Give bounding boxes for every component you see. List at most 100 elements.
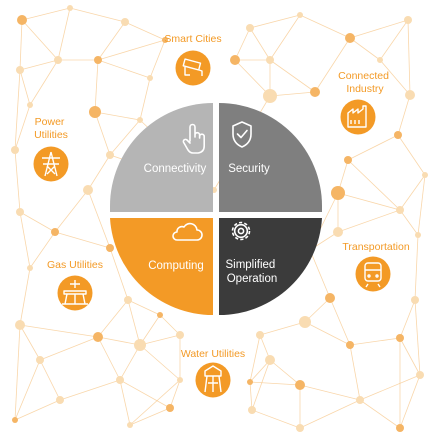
network-node	[396, 206, 404, 214]
quadrant-label-security: Security	[228, 163, 270, 175]
gas-platform-icon	[62, 280, 88, 305]
network-link	[87, 154, 111, 191]
network-node	[89, 106, 101, 118]
network-link	[39, 359, 61, 401]
network-link	[139, 344, 181, 381]
network-node	[415, 232, 421, 238]
quadrant-label-simplified-operation: Simplified Operation	[225, 259, 278, 285]
power-tower-icon	[42, 151, 60, 177]
network-link	[399, 209, 419, 236]
network-node	[333, 227, 343, 237]
network-node	[166, 404, 174, 412]
network-link	[94, 111, 111, 156]
network-node	[127, 422, 133, 428]
network-link	[299, 384, 361, 401]
network-node	[27, 102, 33, 108]
network-link	[14, 69, 21, 151]
industry-label-gas-utilities: Gas Utilities	[47, 259, 103, 271]
network-link	[417, 174, 426, 236]
network-link	[414, 234, 419, 301]
network-node	[94, 56, 102, 64]
network-node	[266, 56, 274, 64]
central-circle: Connectivity Security Computing Simplifi…	[110, 103, 322, 316]
network-link	[314, 37, 351, 93]
network-link	[97, 336, 121, 381]
network-link	[127, 299, 141, 346]
network-node	[93, 332, 103, 342]
train-icon	[364, 262, 382, 288]
network-node	[12, 417, 18, 423]
industry-water-utilities: Water Utilities	[181, 348, 245, 398]
network-node	[27, 265, 33, 271]
network-link	[119, 379, 171, 409]
network-node	[11, 146, 19, 154]
network-link	[139, 77, 151, 121]
network-link	[19, 69, 31, 106]
network-node	[157, 312, 163, 318]
network-link	[399, 337, 421, 376]
network-link	[94, 59, 99, 113]
network-link	[249, 14, 301, 29]
network-node	[346, 341, 354, 349]
network-node	[356, 396, 364, 404]
network-node	[56, 396, 64, 404]
network-node	[345, 33, 355, 43]
network-node	[331, 186, 345, 200]
network-link	[249, 334, 261, 383]
network-link	[337, 209, 401, 233]
network-node	[116, 376, 124, 384]
industry-label-power-utilities: Power Utilities	[34, 116, 68, 141]
gear-icon	[231, 221, 251, 241]
network-link	[94, 111, 141, 121]
network-link	[97, 59, 151, 79]
network-link	[397, 134, 426, 176]
network-link	[269, 91, 316, 97]
network-link	[359, 374, 421, 401]
network-node	[16, 66, 24, 74]
quadrant-security	[219, 103, 322, 212]
quadrant-connectivity	[110, 103, 213, 212]
network-node	[134, 339, 146, 351]
network-link	[397, 94, 411, 136]
industry-label-transportation: Transportation	[342, 241, 409, 253]
network-link	[39, 336, 99, 361]
network-link	[349, 37, 381, 61]
network-link	[119, 344, 141, 381]
network-node	[51, 228, 59, 236]
factory-icon	[347, 105, 367, 128]
network-link	[407, 19, 411, 96]
network-link	[249, 381, 301, 386]
network-link	[29, 231, 56, 269]
network-link	[97, 21, 126, 61]
network-link	[14, 324, 21, 421]
network-link	[109, 247, 129, 301]
network-link	[19, 211, 56, 233]
industry-label-water-utilities: Water Utilities	[181, 348, 245, 360]
network-link	[269, 359, 301, 386]
network-link	[304, 321, 351, 346]
network-link	[19, 324, 99, 338]
network-link	[299, 399, 361, 429]
hand-pointer-icon	[182, 123, 205, 154]
network-node	[124, 296, 132, 304]
network-link	[139, 314, 161, 346]
industry-smart-cities: Smart Cities	[164, 33, 222, 86]
network-link	[19, 59, 59, 71]
network-link	[54, 231, 111, 249]
network-link	[69, 7, 126, 23]
network-link	[251, 359, 271, 411]
quadrant-label-computing: Computing	[148, 260, 204, 272]
network-link	[139, 334, 181, 346]
network-link	[234, 59, 271, 97]
network-link	[399, 299, 416, 339]
network-node	[404, 16, 412, 24]
network-link	[349, 344, 361, 401]
network-link	[349, 337, 401, 346]
network-link	[329, 297, 351, 346]
network-node	[106, 151, 114, 159]
network-node	[377, 57, 383, 63]
network-node	[265, 355, 275, 365]
network-node	[396, 424, 404, 432]
network-link	[269, 14, 301, 61]
network-link	[249, 381, 253, 411]
